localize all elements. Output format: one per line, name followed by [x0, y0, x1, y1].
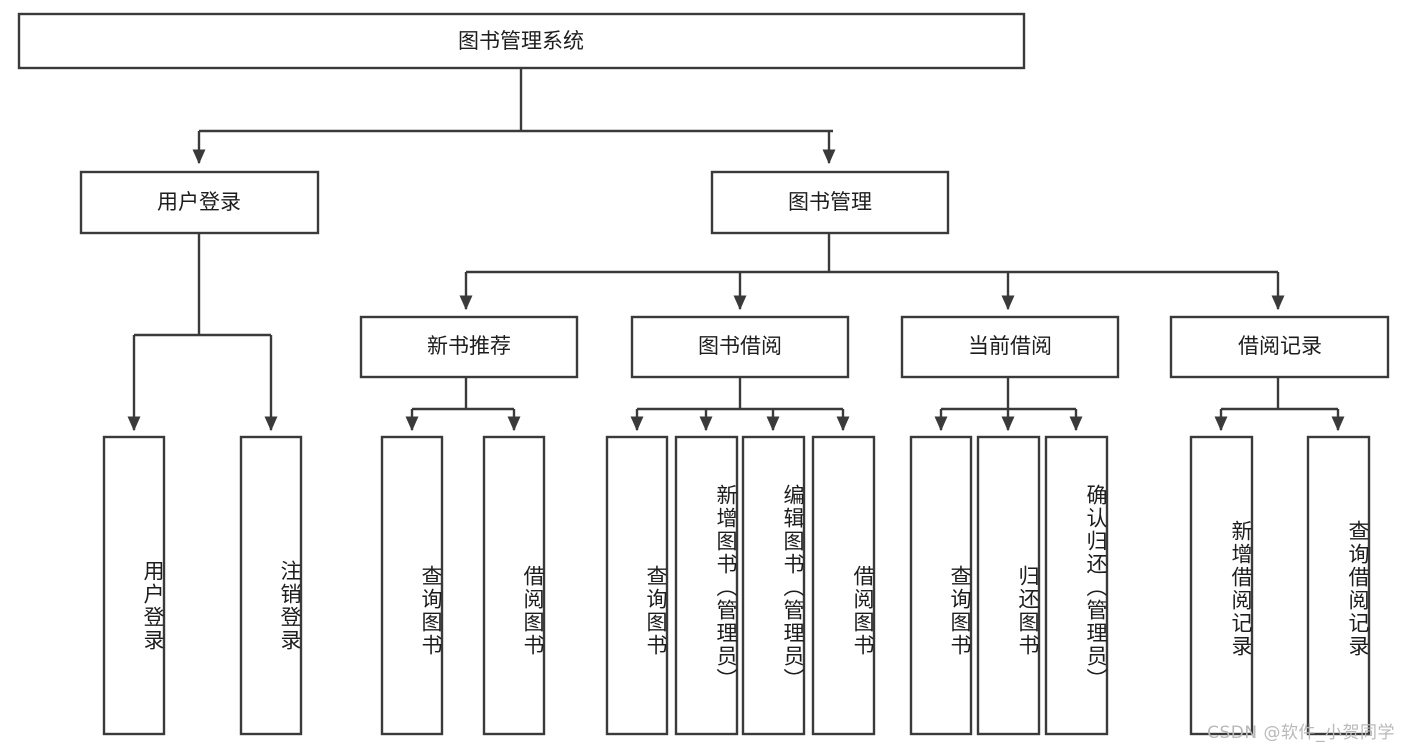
leaf-box-return-book[interactable]	[976, 435, 1041, 736]
leaf-box-borrow-book-1[interactable]	[482, 435, 546, 736]
connector-borrowrecord-to-leaves	[1214, 377, 1345, 432]
leaf-box-user-logout[interactable]	[239, 435, 303, 736]
node-book-management[interactable]: 图书管理	[710, 170, 950, 235]
node-root-label: 图书管理系统	[458, 29, 584, 53]
node-new-book-recommend-label: 新书推荐	[427, 334, 511, 358]
leaf-box-query-book-2[interactable]	[605, 435, 669, 736]
leaf-box-add-book[interactable]	[674, 435, 739, 736]
leaf-box-add-record[interactable]	[1189, 435, 1254, 736]
node-book-borrow[interactable]: 图书借阅	[630, 315, 850, 379]
leaf-boxes	[102, 435, 1371, 736]
node-book-management-label: 图书管理	[788, 190, 872, 214]
connector-newbook-to-leaves	[405, 377, 521, 432]
connector-userlogin-to-leaves	[127, 233, 278, 432]
node-borrow-record[interactable]: 借阅记录	[1169, 315, 1390, 379]
node-current-borrow[interactable]: 当前借阅	[900, 315, 1120, 379]
leaf-box-confirm-return[interactable]	[1044, 435, 1109, 736]
connector-bookborrow-to-leaves	[630, 377, 850, 432]
node-current-borrow-label: 当前借阅	[968, 334, 1052, 358]
node-root[interactable]: 图书管理系统	[17, 12, 1026, 70]
connector-root-to-level2	[192, 68, 836, 165]
connector-bookmanagement-to-level3	[459, 233, 1285, 311]
leaf-box-borrow-book-2[interactable]	[811, 435, 876, 736]
node-book-borrow-label: 图书借阅	[698, 334, 782, 358]
node-user-login-label: 用户登录	[157, 190, 241, 214]
leaf-box-query-record[interactable]	[1306, 435, 1371, 736]
node-new-book-recommend[interactable]: 新书推荐	[359, 315, 579, 379]
leaf-box-query-book-1[interactable]	[380, 435, 444, 736]
leaf-box-query-book-3[interactable]	[909, 435, 973, 736]
leaf-box-user-login[interactable]	[102, 435, 166, 736]
node-borrow-record-label: 借阅记录	[1238, 334, 1322, 358]
node-user-login[interactable]: 用户登录	[79, 170, 320, 235]
connector-currentborrow-to-leaves	[934, 377, 1083, 432]
leaf-box-edit-book[interactable]	[741, 435, 806, 736]
csdn-watermark: CSDN @软件_小贺同学	[1207, 723, 1395, 743]
